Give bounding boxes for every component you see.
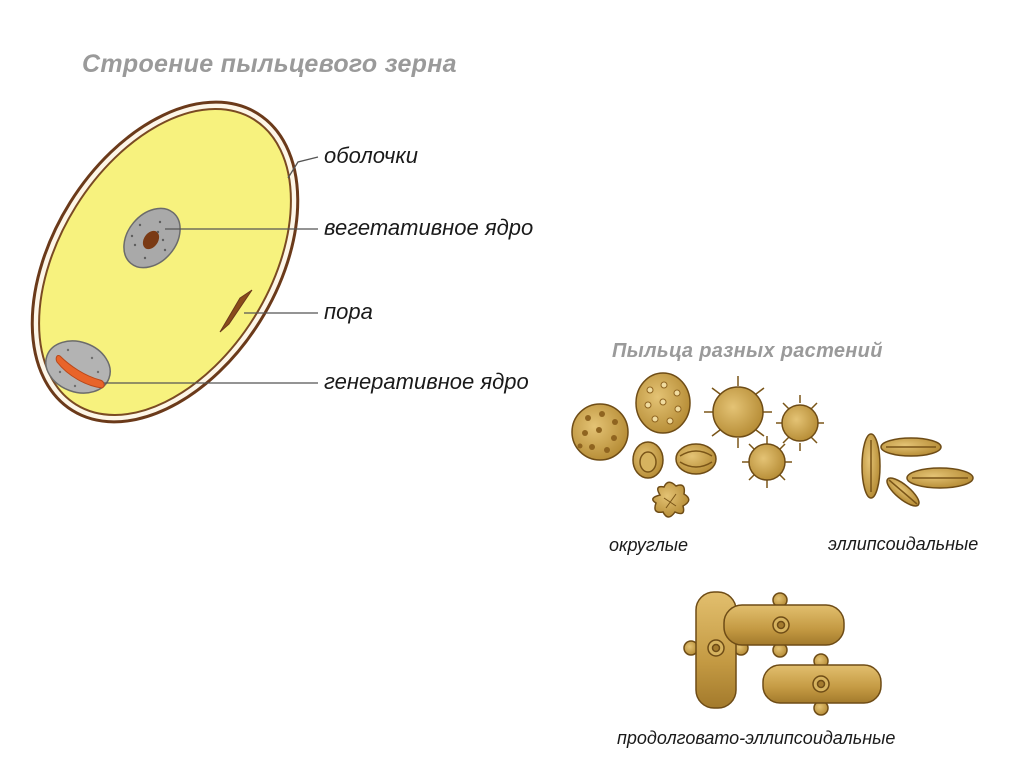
structure-title: Строение пыльцевого зерна: [82, 50, 457, 78]
ellipsoidal-pollen-vertical: [861, 433, 881, 499]
round-pollen-reticulate: [571, 403, 629, 461]
cytoplasm: [38, 108, 292, 416]
round-pollen-ringed: [632, 441, 664, 479]
generative-nucleus: [45, 340, 111, 394]
oblong-pollen-group: [683, 591, 882, 716]
ellipsoidal-pollen-right: [906, 467, 974, 489]
pore: [219, 289, 253, 333]
round-pollen-striate: [675, 443, 717, 475]
label-round: округлые: [609, 535, 689, 555]
round-pollen-spiny-bottom: [742, 436, 792, 488]
label-shells: оболочки: [324, 143, 419, 168]
oblong-pollen-horizontal-upper: [723, 592, 845, 658]
pollen-types-title: Пыльца разных растений: [612, 340, 883, 362]
round-pollen-porate: [635, 372, 691, 434]
label-generative-nucleus: генеративное ядро: [324, 369, 529, 394]
round-pollen-spiny-large: [704, 376, 772, 448]
oblong-pollen-horizontal-lower: [762, 653, 882, 716]
round-pollen-spiny-small: [776, 395, 824, 451]
label-pore: пора: [324, 299, 373, 324]
vegetative-nucleus: [123, 207, 181, 269]
ellipsoidal-pollen-top: [880, 437, 942, 457]
leader-lines: [104, 156, 319, 384]
round-pollen-lobed: [652, 481, 690, 518]
ellipsoidal-pollen-group: [861, 433, 974, 507]
label-ellipsoidal: эллипсоидальные: [828, 534, 979, 554]
round-pollen-group: [571, 372, 824, 518]
ellipsoidal-pollen-diagonal: [886, 477, 920, 507]
pollen-grain: [30, 100, 300, 424]
label-oblong-ellipsoidal: продолговато-эллипсоидальные: [617, 728, 896, 748]
leader-shells: [287, 156, 319, 179]
label-vegetative-nucleus: вегетативное ядро: [324, 215, 534, 240]
